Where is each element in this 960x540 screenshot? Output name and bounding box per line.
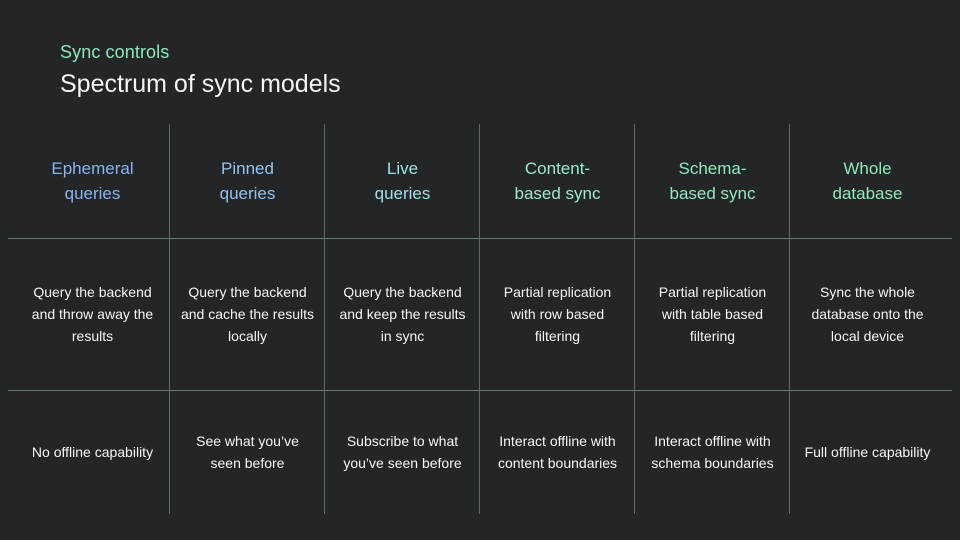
column-header-line-1: Ephemeral bbox=[51, 159, 134, 178]
column-header-ephemeral-queries: Ephemeral queries bbox=[15, 124, 170, 238]
column-description-whole-database: Sync the whole database onto the local d… bbox=[811, 284, 924, 344]
column-header-line-2: queries bbox=[64, 184, 121, 203]
page-title: Spectrum of sync models bbox=[60, 70, 341, 98]
table-columns: Ephemeral queries Query the backend and … bbox=[15, 124, 945, 514]
column-description-content-based-sync: Partial replication with row based filte… bbox=[503, 284, 612, 344]
column-header-content-based-sync: Content- based sync bbox=[480, 124, 635, 238]
column-header-line-2: based sync bbox=[514, 184, 601, 203]
column-description-live-queries: Query the backend and keep the results i… bbox=[339, 284, 466, 344]
column-header-line-1: Content- bbox=[524, 159, 591, 178]
table-rule-middle bbox=[8, 390, 952, 391]
column-header-schema-based-sync: Schema- based sync bbox=[635, 124, 790, 238]
table-column-whole-database: Whole database Sync the whole database o… bbox=[789, 124, 945, 514]
column-header-line-1: Live bbox=[386, 159, 419, 178]
column-offline-content-based-sync: Interact offline with content boundaries bbox=[497, 433, 618, 471]
column-description-ephemeral-queries: Query the backend and throw away the res… bbox=[31, 284, 154, 344]
sync-models-table: Ephemeral queries Query the backend and … bbox=[8, 124, 952, 514]
table-column-content-based-sync: Content- based sync Partial replication … bbox=[479, 124, 635, 514]
column-header-live-queries: Live queries bbox=[325, 124, 480, 238]
column-header-whole-database: Whole database bbox=[790, 124, 945, 238]
table-column-schema-based-sync: Schema- based sync Partial replication w… bbox=[634, 124, 790, 514]
table-rule-header bbox=[8, 238, 952, 239]
column-header-line-2: queries bbox=[219, 184, 276, 203]
slide-header: Sync controls Spectrum of sync models bbox=[60, 40, 341, 100]
column-header-line-1: Pinned bbox=[221, 159, 274, 178]
column-header-line-2: based sync bbox=[669, 184, 756, 203]
table-column-live-queries: Live queries Query the backend and keep … bbox=[324, 124, 480, 514]
column-description-schema-based-sync: Partial replication with table based fil… bbox=[658, 284, 767, 344]
column-offline-schema-based-sync: Interact offline with schema boundaries bbox=[651, 433, 774, 471]
eyebrow-label: Sync controls bbox=[60, 42, 170, 62]
table-column-pinned-queries: Pinned queries Query the backend and cac… bbox=[169, 124, 325, 514]
column-offline-live-queries: Subscribe to what you’ve seen before bbox=[343, 433, 462, 471]
column-description-pinned-queries: Query the backend and cache the results … bbox=[180, 284, 315, 344]
column-header-line-1: Whole bbox=[843, 159, 892, 178]
column-offline-pinned-queries: See what you’ve seen before bbox=[196, 433, 299, 471]
column-header-line-2: queries bbox=[374, 184, 431, 203]
column-header-line-2: database bbox=[832, 184, 903, 203]
column-header-line-1: Schema- bbox=[678, 159, 747, 178]
column-offline-whole-database: Full offline capability bbox=[804, 444, 931, 460]
column-header-pinned-queries: Pinned queries bbox=[170, 124, 325, 238]
table-column-ephemeral-queries: Ephemeral queries Query the backend and … bbox=[15, 124, 170, 514]
column-offline-ephemeral-queries: No offline capability bbox=[31, 444, 154, 460]
